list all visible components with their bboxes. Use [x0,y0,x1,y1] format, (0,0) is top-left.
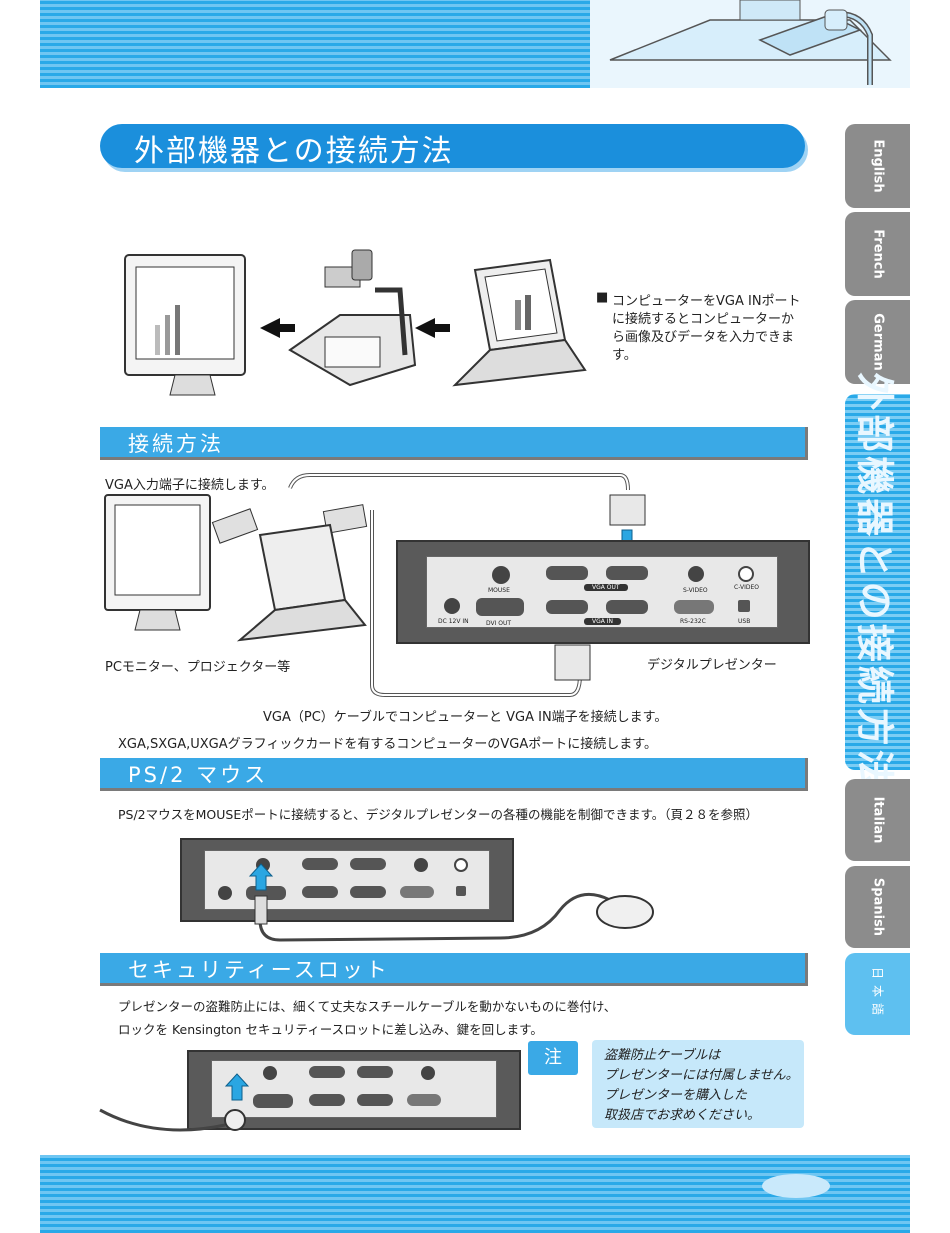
dvi-port [476,598,524,616]
tab-active-label: 外部機器との接続方法 [852,372,896,792]
tab-italian-label: Italian [870,796,885,844]
intro-line-4: す。 [612,348,637,363]
intro-line-2: に接続するとコンピューターか [612,312,795,327]
tab-nihongo-label: 日本語 [870,966,884,1022]
back-panel-mouse-face [204,850,490,910]
graphics-card-instruction: XGA,SXGA,UXGAグラフィックカードを有するコンピューターのVGAポート… [118,737,657,752]
tab-french-label: French [870,229,885,279]
section-heading-bar-mouse: PS/2 マウス [100,758,808,791]
vga-in-label: VGA IN [584,618,622,625]
vga-out-port-d [357,1066,393,1078]
back-panel-security-face [211,1060,497,1118]
section-heading-bar-connect: 接続方法 [100,427,808,460]
vga-out-port-2 [606,566,648,580]
note-box: 盗難防止ケーブルは プレゼンターには付属しません。 プレゼンターを購入した 取扱… [592,1040,804,1128]
intro-line-3: ら画像及びデータを入力できま [612,330,795,345]
kensington-lock-icon [224,1109,246,1131]
monitor-label: PCモニター、プロジェクター等 [105,660,291,675]
connection-diagram [104,473,646,697]
mouse-port-icon-3 [263,1066,277,1080]
svideo-port-icon [688,566,704,582]
vga-in-port-2 [606,600,648,614]
vga-in-port-d [357,1094,393,1106]
back-panel-main: MOUSE VGA OUT S-VIDEO C-VIDEO DC 12V IN … [396,540,810,644]
presenter-label: デジタルプレゼンター [647,658,777,673]
note-line-2: プレゼンターには付属しません。 [604,1068,799,1083]
tab-english[interactable]: English [845,124,910,208]
mouse-port-icon [492,566,510,584]
arrow-left-icon-2 [415,318,450,338]
mouse-description: PS/2マウスをMOUSEポートに接続すると、デジタルプレゼンターの各種の機能を… [118,807,758,822]
vga-out-port-b [350,858,386,870]
usb-label: USB [738,618,751,625]
laptop-illustration [452,258,587,387]
rs232-port-3 [407,1094,441,1106]
visualizer-arm-illustration [590,0,910,88]
tab-english-label: English [870,139,885,193]
rs232-port [674,600,714,614]
back-panel-face [426,556,778,628]
vga-input-label: VGA入力端子に接続します。 [105,478,275,493]
tab-spanish[interactable]: Spanish [845,866,910,948]
mouse-cable-illustration [248,863,654,942]
tab-german-label: German [870,313,885,371]
lock-cable-illustration [99,1073,250,1132]
monitor-illustration [124,254,246,396]
section-heading-connect: 接続方法 [128,432,224,456]
tab-japanese-active[interactable]: 外部機器との接続方法 [845,372,910,792]
tab-italian[interactable]: Italian [845,779,910,861]
vga-out-label: VGA OUT [584,584,628,591]
tab-spanish-label: Spanish [870,877,885,937]
arrow-left-icon [260,318,295,338]
tab-nihongo[interactable]: 日本語 [845,953,910,1035]
page-number-oval [762,1174,830,1198]
usb-port-icon [738,600,750,612]
vga-in-port-a [302,886,338,898]
intro-illustration [124,249,587,396]
note-line-3: プレゼンターを購入した [604,1088,748,1103]
note-line-4: 取扱店でお求めください。 [604,1108,761,1123]
mouse-device-icon [596,895,654,929]
vga-out-port-a [302,858,338,870]
rs232-label: RS-232C [680,618,706,625]
vga-out-port-c [309,1066,345,1078]
vga-in-port-b [350,886,386,898]
svideo-label: S-VIDEO [683,587,708,594]
presenter-illustration [288,249,417,387]
cvideo-port-icon [738,566,754,582]
intro-line-1: コンピューターをVGA INポート [612,294,801,309]
page-title: 外部機器との接続方法 [134,134,454,169]
dvi-port-3 [253,1094,293,1108]
back-panel-mouse [180,838,514,922]
dc-label: DC 12V IN [438,618,469,625]
section-heading-bar-security: セキュリティースロット [100,953,808,986]
usb-port-icon-2 [456,886,466,896]
cable-instruction: VGA（PC）ケーブルでコンピューターと VGA IN端子を接続します。 [263,710,668,725]
back-panel-security [187,1050,521,1130]
dc-port-icon [444,598,460,614]
note-badge: 注 [528,1041,578,1075]
security-line-1: プレゼンターの盗難防止には、細くて丈夫なスチールケーブルを動かないものに巻付け、 [118,999,617,1014]
section-heading-security: セキュリティースロット [128,958,390,982]
page-title-bar: 外部機器との接続方法 [100,124,805,169]
intro-bullet: ■ [596,290,609,305]
svideo-port-icon-2 [414,858,428,872]
cvideo-label: C-VIDEO [734,584,760,591]
dc-port-icon-2 [218,886,232,900]
tab-french[interactable]: French [845,212,910,296]
vga-in-port-c [309,1094,345,1106]
section-heading-mouse: PS/2 マウス [128,763,269,787]
rs232-port-2 [400,886,434,898]
footer-band [40,1155,910,1233]
dvi-label: DVI OUT [486,620,512,627]
svideo-port-icon-3 [421,1066,435,1080]
vga-in-port-1 [546,600,588,614]
cvideo-port-icon-2 [454,858,468,872]
security-line-2: ロックを Kensington セキュリティースロットに差し込み、鍵を回します。 [118,1022,543,1037]
vga-out-port-1 [546,566,588,580]
note-line-1: 盗難防止ケーブルは [604,1048,721,1063]
mouse-port-label: MOUSE [488,587,510,594]
tab-german[interactable]: German [845,300,910,384]
